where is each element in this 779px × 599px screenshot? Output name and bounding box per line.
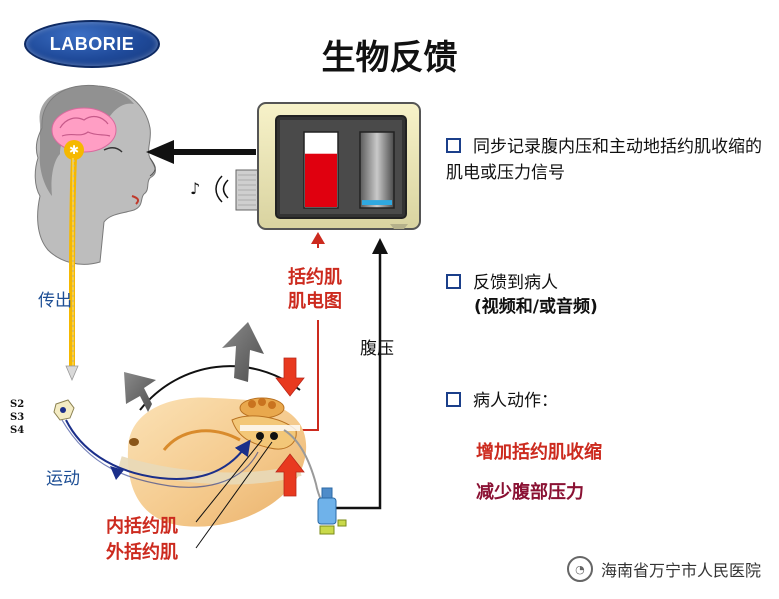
emg-label-line2: 肌电图 — [288, 291, 342, 312]
emg-label: 括约肌 肌电图 — [288, 266, 342, 314]
sacral-s4: S4 — [10, 425, 25, 436]
bullet-square-icon — [446, 392, 461, 407]
bullet-square-icon — [446, 274, 461, 289]
sacral-s2: S2 — [10, 399, 25, 410]
action-increase: 增加括约肌收缩 — [476, 442, 602, 463]
watermark-text: 海南省万宁市人民医院 — [600, 561, 761, 580]
svg-text:✱: ✱ — [69, 143, 79, 157]
motor-nerve — [61, 419, 259, 488]
audio-icon: ♪ — [190, 175, 229, 203]
internal-sphincter-label: 内括约肌 — [106, 516, 178, 537]
logo-text: LABORIE — [49, 33, 135, 54]
emg-signal-line — [296, 232, 325, 431]
abdominal-pressure-label: 腹压 — [360, 339, 394, 359]
pressure-bar-frame — [359, 131, 395, 209]
sacral-s3: S3 — [10, 412, 25, 423]
feedback-arrow — [146, 140, 256, 164]
efferent-label: 传出 — [38, 291, 72, 311]
pressure-signal-line — [336, 238, 388, 510]
motor-label: 运动 — [46, 469, 80, 489]
emg-label-line1: 括约肌 — [288, 267, 342, 288]
bullet-2: 反馈到病人 — [446, 270, 766, 296]
red-arrows — [275, 357, 305, 497]
sacral-vertebra — [53, 399, 75, 421]
pressure-bar-fill — [362, 200, 392, 205]
watermark: ◔ 海南省万宁市人民医院 — [566, 556, 761, 582]
bullet-square-icon — [446, 138, 461, 153]
page-title: 生物反馈 — [321, 38, 458, 78]
bullet-2-line1: 反馈到病人 — [473, 273, 558, 293]
monitor — [257, 102, 421, 230]
pressure-transducer — [317, 487, 347, 535]
pelvic-anatomy — [118, 365, 327, 527]
bullet-1-text: 同步记录腹内压和主动地括约肌收缩的肌电或压力信号 — [446, 137, 762, 183]
laborie-logo: LABORIE — [24, 20, 160, 68]
gray-arrows — [124, 322, 264, 412]
wechat-icon: ◔ — [566, 556, 593, 582]
bullet-2-line2: (视频和/或音频) — [474, 297, 598, 317]
bullet-3: 病人动作： — [446, 388, 766, 414]
bullet-3-text: 病人动作： — [473, 391, 558, 411]
speaker-lines — [238, 174, 256, 206]
external-sphincter-label: 外括约肌 — [106, 542, 178, 563]
sacral-labels: S2 S3 S4 — [10, 398, 24, 437]
head-illustration: ✱ — [34, 84, 156, 265]
action-decrease: 减少腹部压力 — [476, 482, 584, 503]
efferent-nerve — [65, 157, 79, 382]
emg-bar-fill — [305, 153, 337, 207]
svg-text:♪: ♪ — [190, 179, 200, 198]
leader-lines — [195, 439, 273, 549]
bullet-1: 同步记录腹内压和主动地括约肌收缩的肌电或压力信号 — [446, 134, 766, 186]
